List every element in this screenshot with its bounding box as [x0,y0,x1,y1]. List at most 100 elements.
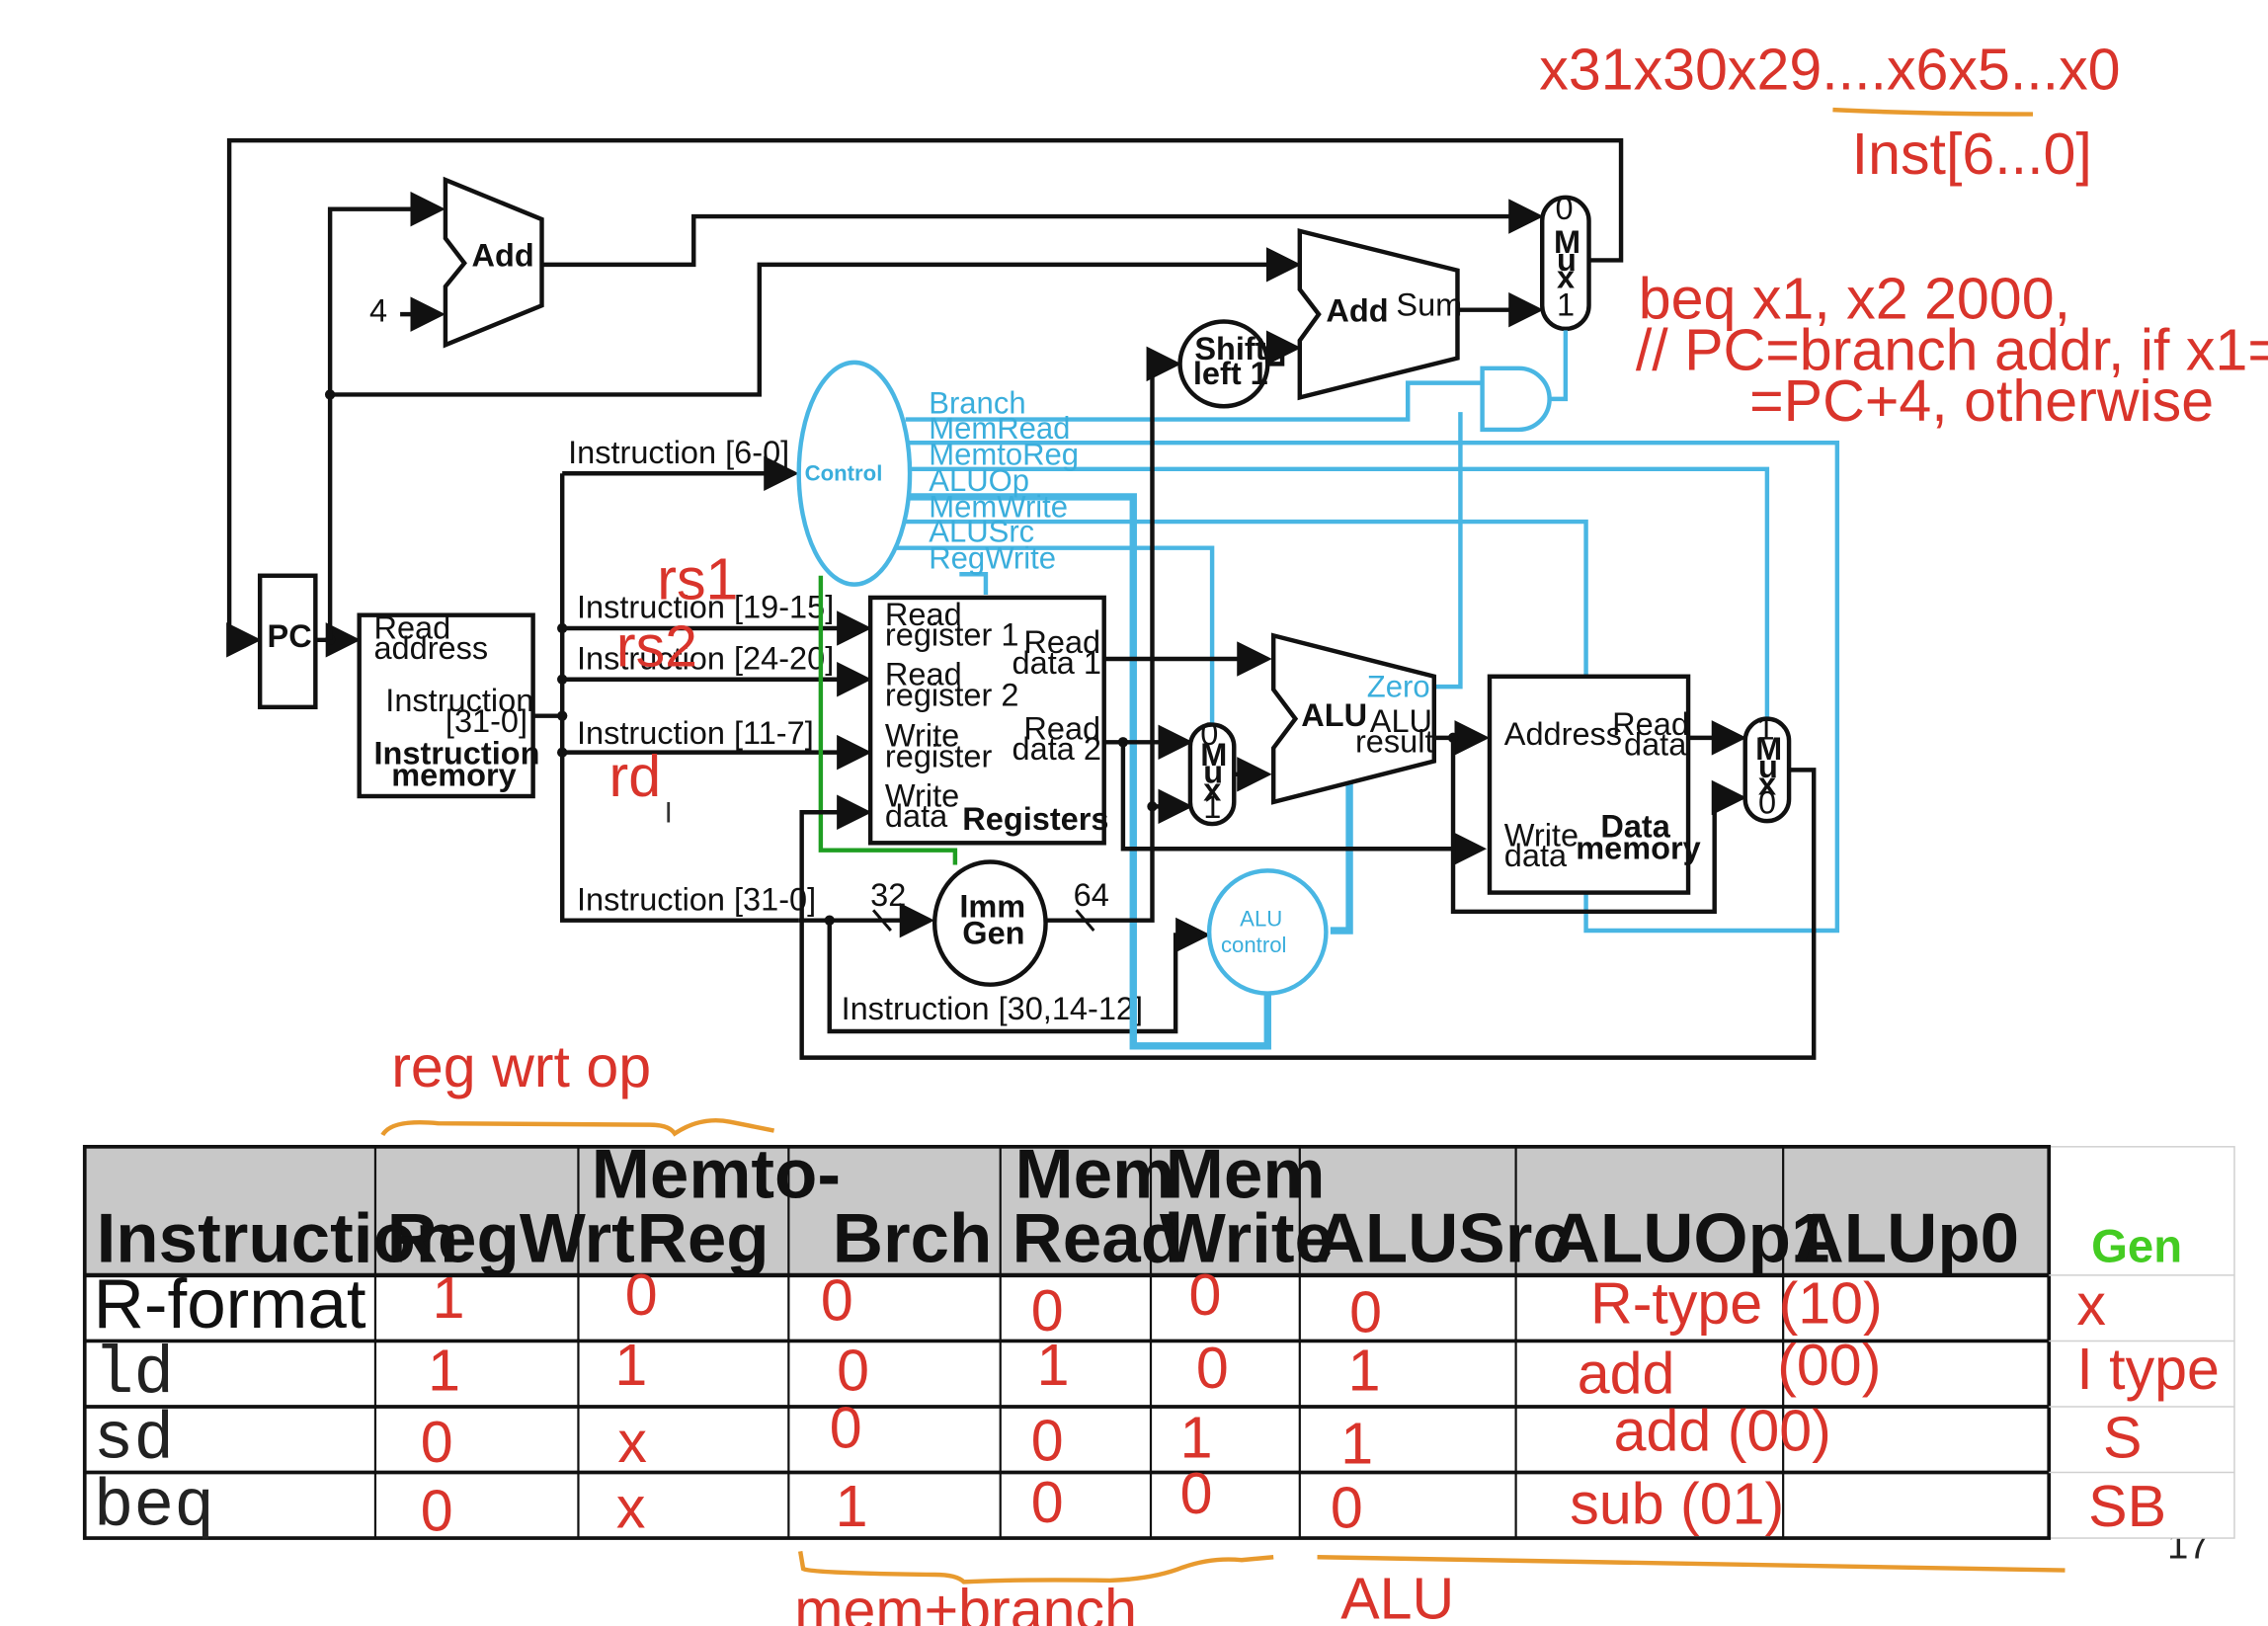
four-constant: 4 [369,293,387,329]
svg-text:data: data [1504,838,1568,873]
pc-source-mux [1540,195,1591,332]
rd-annotation: rd [609,743,662,809]
header-memread-1: Mem [1015,1136,1175,1214]
register-file [867,595,1106,846]
pc-adder [443,176,544,349]
svg-text:address: address [373,630,488,666]
table-row: R-format 1 0 0 0 0 0 R-type (10) x [94,1261,2106,1345]
svg-text:ALU: ALU [1301,697,1367,733]
svg-text:Imm: Imm [959,889,1025,925]
svg-text:x: x [2076,1271,2106,1338]
svg-text:1: 1 [1203,789,1221,825]
svg-text:control: control [1221,933,1287,957]
reg-wrt-op-annotation: reg wrt op [391,1033,651,1099]
svg-text:0: 0 [1031,1408,1064,1474]
svg-text:0: 0 [625,1261,658,1328]
svg-text:memory: memory [391,758,517,793]
svg-text:Branch: Branch [929,386,1025,421]
svg-text:register 2: register 2 [885,677,1019,712]
svg-text:ALU: ALU [1370,703,1432,739]
svg-text:data 1: data 1 [1012,645,1101,681]
beq-note-1: beq x1, x2 2000, [1639,266,2070,332]
imm-gen-unit [932,859,1048,987]
svg-text:Zero: Zero [1367,669,1430,703]
beq-note-2: // PC=branch addr, if x1=x2 [1636,316,2268,382]
svg-text:M: M [1755,731,1782,767]
svg-text:Gen: Gen [962,915,1024,950]
header-gen: Gen [2091,1221,2182,1273]
svg-text:ALU: ALU [1240,907,1282,932]
svg-text:beq: beq [94,1470,214,1546]
header-regwrt: RegWrt [387,1200,635,1278]
branch-adder-label: Add [1326,293,1388,329]
svg-text:1: 1 [1757,710,1775,746]
branch-adder-sum: Sum [1396,287,1462,323]
svg-text:data: data [885,798,948,834]
table-row: beq 0 x 1 0 0 0 sub (01) SB [94,1460,2166,1546]
svg-text:Address: Address [1504,716,1622,752]
svg-text:0: 0 [1200,716,1218,752]
control-label: Control [805,461,883,486]
field-24-20: Instruction [24-20] [577,640,834,676]
svg-text:Read: Read [885,597,962,632]
svg-text:0: 0 [837,1338,869,1404]
svg-text:register: register [885,738,993,773]
svg-text:MemWrite: MemWrite [929,490,1068,525]
svg-text:MemtoReg: MemtoReg [929,437,1079,471]
svg-text:1: 1 [836,1473,868,1539]
datapath-diagram: PC Add 4 Add Sum 0 M u x 1 Shift left 1 [226,137,1840,1060]
pc-feedback-wire [226,137,1624,658]
svg-text:Instruction: Instruction [373,735,539,771]
header-memwrite-2: Write [1160,1200,1334,1278]
annotations: x31x30x29....x6x5...x0 Inst[6...0] beq x… [380,36,2268,1626]
svg-text:add: add [1578,1341,1675,1407]
svg-text:0: 0 [830,1394,862,1460]
mem-branch-annotation: mem+branch [794,1577,1137,1626]
rs2-annotation: rs2 [616,612,697,679]
svg-text:0: 0 [421,1409,453,1475]
svg-text:Read: Read [885,657,962,692]
shift-label-1: Shift [1194,331,1265,366]
svg-text:ld: ld [94,1337,175,1413]
svg-text:0: 0 [1349,1279,1382,1345]
field-6-0: Instruction [6-0] [568,435,789,470]
svg-text:0: 0 [1556,191,1574,226]
svg-text:[31-0]: [31-0] [446,703,527,739]
svg-text:sub (01): sub (01) [1570,1470,1784,1536]
svg-text:MemRead: MemRead [929,411,1070,446]
alu-annotation: ALU [1340,1565,1454,1626]
pc-adder-label: Add [472,237,534,273]
pc-label: PC [268,618,312,654]
field-31-0: Instruction [31-0] [577,881,816,917]
svg-text:data: data [1624,727,1687,763]
field-30-14-12: Instruction [30,14-12] [842,991,1143,1026]
svg-text:1: 1 [1037,1332,1070,1398]
svg-text:I type: I type [2076,1336,2220,1402]
svg-text:Instruction: Instruction [385,683,533,718]
svg-text:1: 1 [614,1332,647,1398]
svg-text:Data: Data [1600,808,1670,844]
header-memwrite-1: Mem [1166,1136,1326,1214]
svg-text:1: 1 [1348,1338,1381,1404]
branch-adder [1297,228,1460,401]
alu-unit [1270,632,1437,805]
svg-text:ALUSrc: ALUSrc [929,515,1034,549]
shift-label-2: left 1 [1193,356,1268,391]
svg-text:0: 0 [1188,1261,1221,1328]
svg-text:Registers: Registers [962,801,1108,837]
svg-text:Write: Write [885,777,959,813]
control-unit [796,360,913,587]
svg-text:0: 0 [821,1267,853,1334]
svg-text:1: 1 [428,1338,460,1404]
svg-text:1: 1 [433,1264,465,1331]
svg-text:Read: Read [1612,706,1689,742]
header-memtoreg-1: Memto- [592,1136,841,1214]
svg-text:1: 1 [1180,1405,1213,1471]
header-alusrc: ALUSrc [1315,1200,1572,1278]
svg-text:S: S [2103,1405,2142,1471]
svg-text:32: 32 [870,877,906,913]
svg-text:0: 0 [1031,1469,1064,1535]
alu-control-unit [1206,868,1329,996]
rs1-annotation: rs1 [657,545,738,611]
